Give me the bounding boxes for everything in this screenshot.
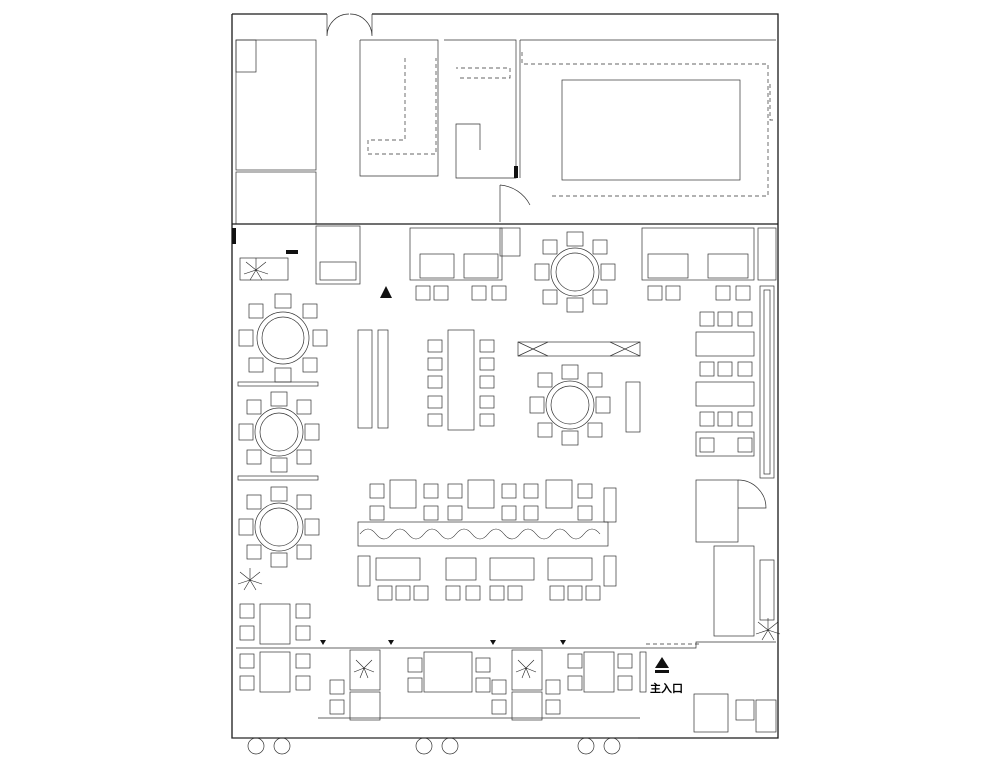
planter-row <box>359 528 601 540</box>
upper-row <box>239 225 777 285</box>
double-door <box>326 13 373 37</box>
plant <box>237 568 263 591</box>
entrance-marker: 主入口 <box>650 657 683 695</box>
round-table <box>534 231 616 313</box>
round-table <box>238 486 320 568</box>
direction-markers <box>320 286 566 645</box>
central-booths <box>357 479 617 601</box>
right-booths <box>695 285 781 641</box>
building-outline <box>231 13 779 739</box>
entrance-area <box>644 641 777 733</box>
plant <box>243 258 269 281</box>
dining-hall <box>237 285 751 481</box>
left-lower-booths <box>237 568 311 645</box>
plant <box>353 659 537 679</box>
round-table <box>238 293 328 383</box>
plant <box>755 618 781 641</box>
top-zone <box>232 13 776 254</box>
round-table <box>529 364 611 446</box>
bottom-seating <box>232 737 638 755</box>
door-arc <box>499 184 531 222</box>
round-tables <box>238 231 616 568</box>
main-entrance-label: 主入口 <box>650 681 683 695</box>
round-table <box>238 391 320 473</box>
front-seating <box>236 647 647 721</box>
